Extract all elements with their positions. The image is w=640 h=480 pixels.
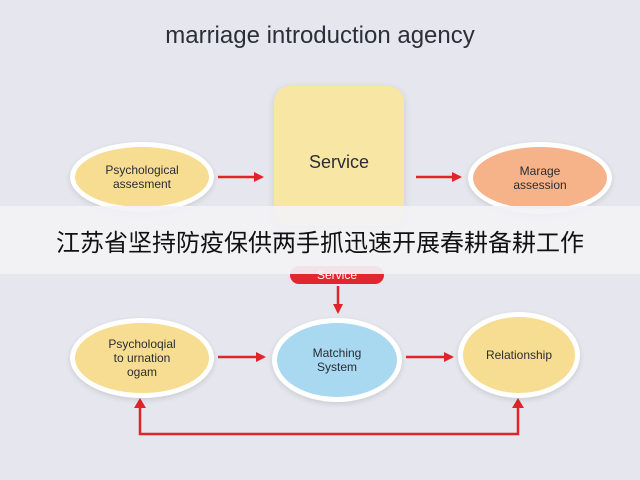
node-matching-system-label: Matching System [312,346,362,374]
feedback-arrowhead-right [512,398,524,408]
node-marriage-assessment: Marage assession [468,142,612,214]
node-marriage-assessment-label: Marage assession [513,164,567,192]
feedback-loop-line [138,406,520,436]
node-service-box: Service [274,86,404,226]
node-matching-system: Matching System [272,318,402,402]
feedback-arrowhead-left [134,398,146,408]
node-psychological-integration-label: Psycholoqial to urnation ogam [108,337,176,379]
node-service-box-label: Service [308,152,370,172]
node-relationship: Relationship [458,312,580,398]
caption-banner: 江苏省坚持防疫保供两手抓迅速开展春耕备耕工作 [0,206,640,274]
node-psychological-assessment-label: Psychological assesment [105,163,179,191]
node-psychological-assessment: Psychological assesment [70,142,214,212]
node-psychological-integration: Psycholoqial to urnation ogam [70,318,214,398]
node-relationship-label: Relationship [485,348,553,362]
diagram-title: marriage introduction agency [165,22,475,49]
